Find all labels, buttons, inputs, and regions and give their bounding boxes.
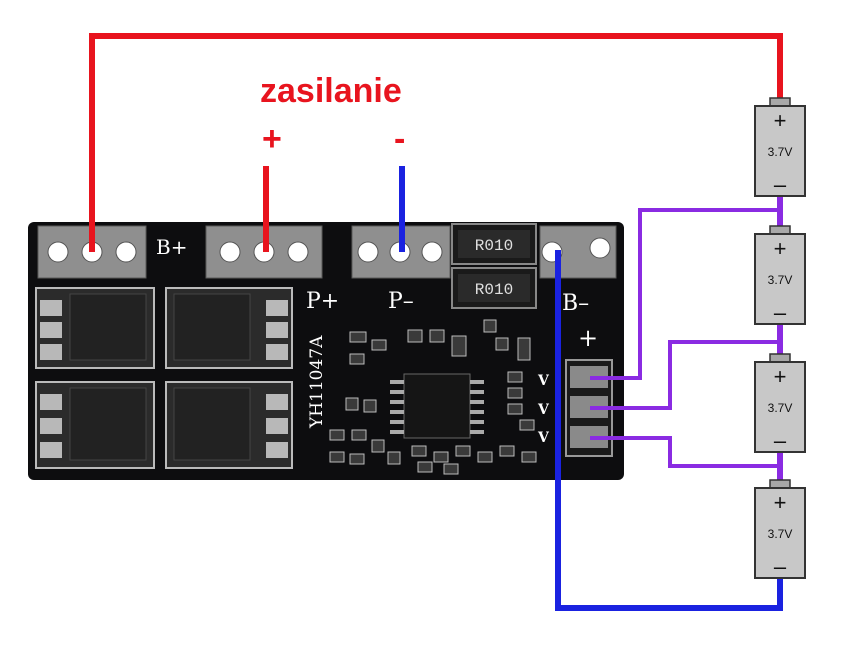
mosfet-3 <box>35 381 155 469</box>
smd-components <box>329 319 537 475</box>
battery-cell-1 <box>754 97 806 197</box>
label-pminus: P– <box>388 289 414 314</box>
cell-4-plus: + <box>774 490 787 515</box>
label-model: YH11047A <box>307 335 327 429</box>
label-bminus: B– <box>562 291 589 316</box>
cell-3-minus: – <box>774 428 787 453</box>
cell-1-voltage: 3.7V <box>768 145 793 159</box>
battery-cell-2 <box>754 225 806 325</box>
shunt-resistor-1 <box>451 223 537 265</box>
wire-bplus-to-cell1 <box>89 33 783 252</box>
supply-title: zasilanie <box>260 72 402 110</box>
cell-3-plus: + <box>774 364 787 389</box>
cell-1-minus: – <box>774 172 787 197</box>
cell-1-plus: + <box>774 108 787 133</box>
supply-minus-label: - <box>394 120 406 158</box>
label-board-plus: + <box>578 324 598 352</box>
mosfet-2 <box>165 287 293 369</box>
wire-balance-3 <box>590 436 780 468</box>
label-pplus: P+ <box>306 289 339 314</box>
cell-2-minus: – <box>774 300 787 325</box>
label-v2: V <box>537 402 550 418</box>
label-v3: V <box>537 430 550 446</box>
battery-cell-4 <box>754 479 806 579</box>
cell-2-voltage: 3.7V <box>768 273 793 287</box>
resistor-1-label: R010 <box>475 237 513 255</box>
wire-balance-2 <box>590 340 780 410</box>
wire-bminus-to-cell4 <box>555 250 783 611</box>
mosfet-4 <box>165 381 293 469</box>
wire-balance-1 <box>590 208 780 380</box>
cell-2-plus: + <box>774 236 787 261</box>
supply-plus-label: + <box>262 120 282 158</box>
controller-ic <box>390 373 484 439</box>
cell-3-voltage: 3.7V <box>768 401 793 415</box>
terminal-bminus <box>539 225 617 279</box>
battery-cell-3 <box>754 353 806 453</box>
mosfet-1 <box>35 287 155 369</box>
bms-board: R010 R010 <box>28 222 624 480</box>
label-bplus: B+ <box>156 235 187 259</box>
resistor-2-label: R010 <box>475 281 513 299</box>
cell-4-voltage: 3.7V <box>768 527 793 541</box>
label-v1: V <box>537 373 550 389</box>
shunt-resistor-2 <box>451 267 537 309</box>
cell-4-minus: – <box>774 554 787 579</box>
